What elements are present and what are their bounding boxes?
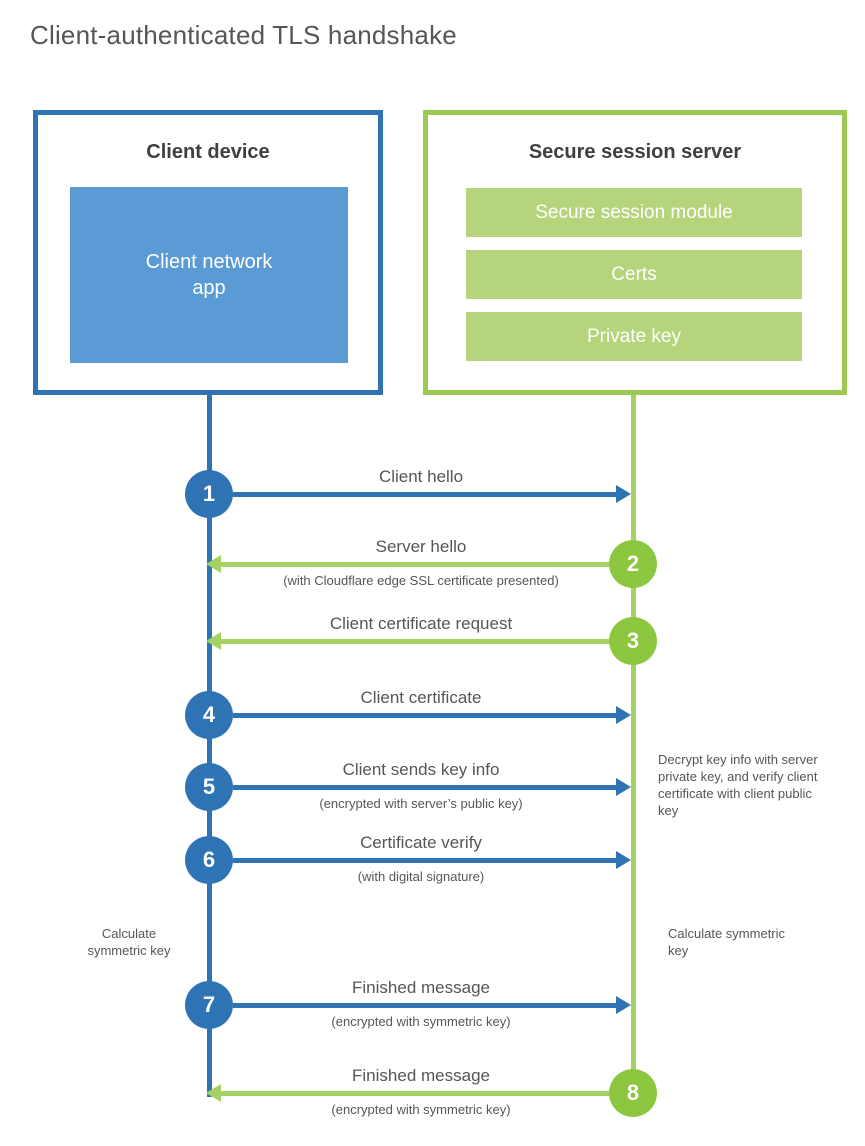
client-lifeline	[207, 394, 212, 1097]
step-sublabel: (with Cloudflare edge SSL certificate pr…	[283, 573, 559, 588]
page-title: Client-authenticated TLS handshake	[30, 20, 457, 50]
step-sublabel: (encrypted with symmetric key)	[331, 1014, 511, 1029]
note-decrypt-key-info: Decrypt key info with server private key…	[658, 752, 818, 818]
arrow-shaft	[233, 785, 616, 790]
step-sublabel: (encrypted with symmetric key)	[331, 1102, 511, 1117]
step-number-badge: 2	[609, 540, 657, 588]
client-network-app-label: Client network app	[145, 251, 273, 299]
arrowhead-right-icon	[616, 851, 631, 869]
arrowhead-left-icon	[206, 1084, 221, 1102]
step-5-client-sends-key-info: Client sends key info 5 (encrypted with …	[0, 760, 865, 822]
server-lifeline	[631, 395, 636, 1093]
arrowhead-right-icon	[616, 706, 631, 724]
step-label: Server hello	[375, 537, 467, 556]
step-label: Client certificate	[360, 688, 482, 707]
server-module-certs: Certs	[466, 250, 802, 299]
arrow-shaft	[221, 562, 609, 567]
client-device-title: Client device	[146, 141, 270, 163]
step-7-finished-message: Finished message 7 (encrypted with symme…	[0, 978, 865, 1040]
arrowhead-right-icon	[616, 485, 631, 503]
step-label: Client certificate request	[329, 614, 513, 633]
step-label: Client hello	[378, 467, 464, 486]
arrow-shaft	[233, 858, 616, 863]
step-number-badge: 4	[185, 691, 233, 739]
server-module-secure-session: Secure session module	[466, 188, 802, 237]
secure-session-server-box: Secure session server Secure session mod…	[423, 110, 847, 395]
arrow-shaft	[221, 1091, 609, 1096]
step-label: Client sends key info	[342, 760, 500, 779]
arrow-shaft	[233, 1003, 616, 1008]
step-number-badge: 7	[185, 981, 233, 1029]
step-sublabel: (encrypted with server’s public key)	[319, 796, 523, 811]
arrowhead-right-icon	[616, 778, 631, 796]
note-calculate-symmetric-key-server: Calculate symmetric key	[668, 926, 786, 958]
step-label: Finished message	[352, 1066, 490, 1085]
step-3-client-certificate-request: Client certificate request 3	[0, 614, 865, 676]
step-number-badge: 5	[185, 763, 233, 811]
secure-session-server-title: Secure session server	[528, 141, 742, 163]
step-number-badge: 3	[609, 617, 657, 665]
client-network-app-box: Client network app	[70, 187, 348, 363]
server-module-private-key: Private key	[466, 312, 802, 361]
arrow-shaft	[221, 639, 609, 644]
arrow-shaft	[233, 492, 616, 497]
arrowhead-left-icon	[206, 555, 221, 573]
step-number-badge: 8	[609, 1069, 657, 1117]
arrowhead-right-icon	[616, 996, 631, 1014]
arrow-shaft	[233, 713, 616, 718]
step-1-client-hello: Client hello 1	[0, 467, 865, 529]
step-4-client-certificate: Client certificate 4	[0, 688, 865, 750]
step-8-finished-message: Finished message 8 (encrypted with symme…	[0, 1066, 865, 1128]
step-label: Certificate verify	[360, 833, 482, 852]
arrowhead-left-icon	[206, 632, 221, 650]
step-number-badge: 6	[185, 836, 233, 884]
step-number-badge: 1	[185, 470, 233, 518]
note-calculate-symmetric-key-client: Calculate symmetric key	[87, 926, 171, 958]
step-sublabel: (with digital signature)	[357, 869, 485, 884]
client-device-box: Client device Client network app	[33, 110, 383, 395]
step-2-server-hello: Server hello 2 (with Cloudflare edge SSL…	[0, 537, 865, 599]
step-6-certificate-verify: Certificate verify 6 (with digital signa…	[0, 833, 865, 895]
step-label: Finished message	[352, 978, 490, 997]
